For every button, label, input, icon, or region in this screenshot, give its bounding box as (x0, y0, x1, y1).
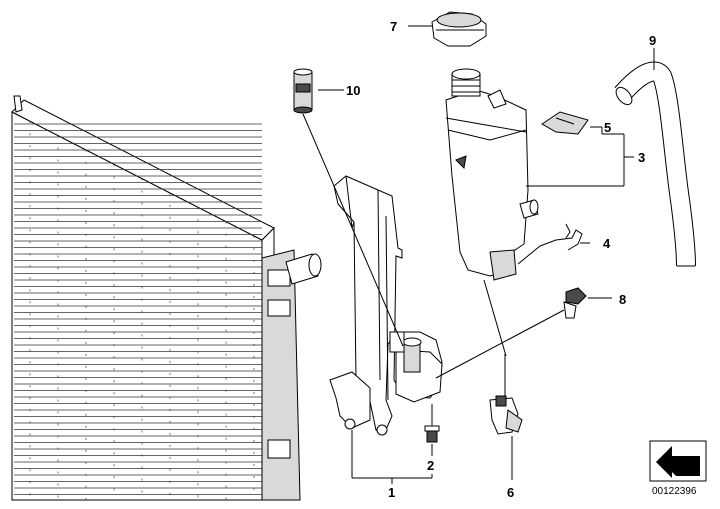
expansion-tank (445, 68, 539, 281)
callout-3: 3 (638, 150, 645, 165)
callout-7: 7 (390, 19, 397, 34)
callout-1: 1 (388, 485, 395, 500)
connector-part-10 (293, 68, 313, 114)
callout-10: 10 (346, 83, 360, 98)
radiator-fins (14, 121, 262, 500)
cap-part-7 (431, 11, 487, 47)
sensor-part-6 (489, 354, 523, 435)
bolt-part-8 (563, 287, 587, 319)
document-number: 00122396 (652, 486, 697, 497)
clip-part-5 (541, 111, 589, 135)
screw-part-2 (424, 404, 440, 443)
callout-5: 5 (604, 120, 611, 135)
clip-part-4 (539, 223, 583, 251)
orientation-arrow-icon (649, 440, 707, 482)
hose-part-9 (614, 61, 696, 267)
tank-bracket (329, 175, 443, 436)
callout-4: 4 (603, 236, 611, 251)
leader-lines (302, 25, 655, 484)
callout-6: 6 (507, 485, 514, 500)
radiator (11, 95, 322, 501)
callout-8: 8 (619, 292, 626, 307)
callout-2: 2 (427, 458, 434, 473)
callout-9: 9 (649, 33, 656, 48)
